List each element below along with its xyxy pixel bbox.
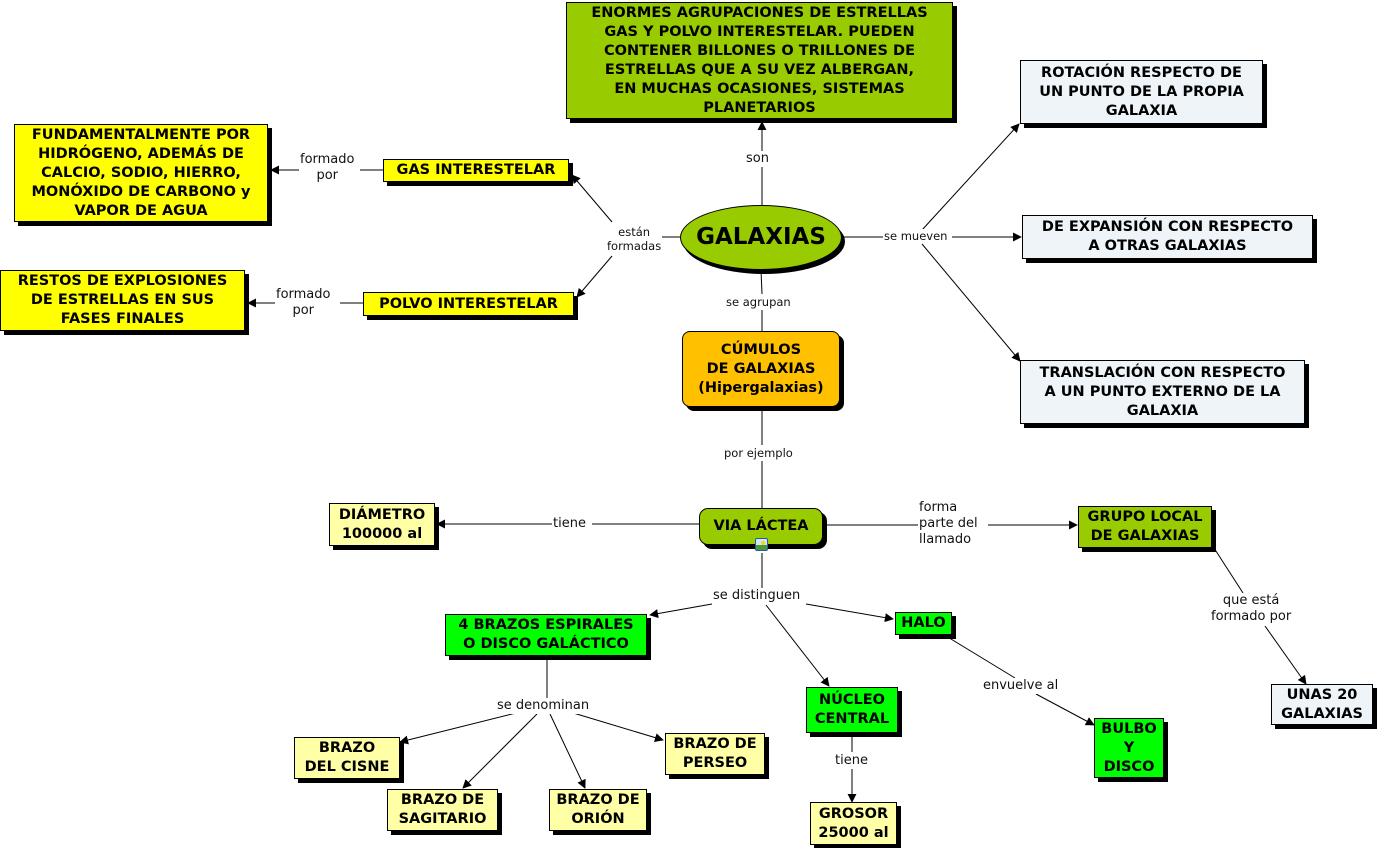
node-brazos[interactable]: 4 BRAZOS ESPIRALES O DISCO GALÁCTICO: [445, 614, 647, 656]
link-line: [576, 255, 613, 298]
link-line: [921, 123, 1020, 231]
node-cisne[interactable]: BRAZO DEL CISNE: [294, 737, 400, 779]
node-unas-20[interactable]: UNAS 20 GALAXIAS: [1271, 684, 1373, 725]
node-grosor[interactable]: GROSOR 25000 al: [810, 802, 897, 845]
link-line: [1035, 693, 1095, 726]
link-line: [649, 603, 713, 619]
node-definicion[interactable]: ENORMES AGRUPACIONES DE ESTRELLAS GAS Y …: [566, 2, 953, 119]
node-gas-composicion[interactable]: FUNDAMENTALMENTE POR HIDRÓGENO, ADEMÁS D…: [14, 124, 268, 222]
link-line: [945, 635, 1016, 679]
node-orion[interactable]: BRAZO DE ORIÓN: [549, 789, 647, 831]
link-label-que-esta-formado: que está formado por: [1210, 593, 1293, 625]
link-line: [921, 243, 1021, 362]
link-label-se-mueven: se mueven: [883, 229, 949, 243]
node-traslacion[interactable]: TRANSLACIÓN CON RESPECTO A UN PUNTO EXTE…: [1020, 360, 1305, 424]
link-label-se-distinguen: se distinguen: [712, 588, 802, 604]
link-line: [462, 713, 538, 789]
node-expansion[interactable]: DE EXPANSIÓN CON RESPECTO A OTRAS GALAXI…: [1022, 215, 1313, 259]
link-label-envuelve-al: envuelve al: [982, 678, 1060, 694]
link-line: [571, 174, 613, 223]
link-label-son: son: [745, 151, 770, 167]
image-icon[interactable]: [755, 538, 768, 551]
node-grupo-local[interactable]: GRUPO LOCAL DE GALAXIAS: [1078, 506, 1212, 548]
link-label-se-denominan: se denominan: [496, 698, 591, 714]
node-cumulos[interactable]: CÚMULOS DE GALAXIAS (Hipergalaxias): [682, 331, 840, 407]
link-label-tiene-grosor: tiene: [834, 753, 869, 769]
node-halo[interactable]: HALO: [895, 612, 952, 635]
node-galaxias[interactable]: GALAXIAS: [680, 205, 842, 270]
node-diametro[interactable]: DIÁMETRO 100000 al: [329, 503, 435, 546]
link-label-se-agrupan: se agrupan: [725, 295, 792, 309]
node-rotacion[interactable]: ROTACIÓN RESPECTO DE UN PUNTO DE LA PROP…: [1020, 60, 1263, 124]
link-label-por-ejemplo: por ejemplo: [723, 446, 794, 460]
link-label-estan-formadas: están formadas: [606, 225, 663, 253]
link-label-formado-por-gas: formado por: [299, 152, 356, 184]
node-sagitario[interactable]: BRAZO DE SAGITARIO: [387, 789, 498, 831]
link-label-tiene-diametro: tiene: [552, 516, 587, 532]
node-perseo[interactable]: BRAZO DE PERSEO: [665, 733, 765, 775]
node-polvo-interestelar[interactable]: POLVO INTERESTELAR: [363, 292, 574, 316]
link-line: [805, 603, 894, 623]
link-line: [569, 711, 664, 742]
node-gas-interestelar[interactable]: GAS INTERESTELAR: [383, 159, 569, 182]
link-line: [1213, 547, 1244, 594]
link-line: [765, 604, 830, 687]
node-bulbo[interactable]: BULBO Y DISCO: [1094, 718, 1164, 778]
link-label-forma-parte: forma parte del llamado: [918, 500, 979, 548]
link-label-formado-por-polvo: formado por: [275, 287, 332, 319]
link-line: [760, 269, 763, 295]
link-line: [549, 713, 586, 789]
node-polvo-composicion[interactable]: RESTOS DE EXPLOSIONES DE ESTRELLAS EN SU…: [0, 270, 245, 331]
link-line: [1264, 625, 1307, 685]
link-line: [399, 711, 521, 745]
node-nucleo[interactable]: NÚCLEO CENTRAL: [806, 687, 898, 733]
